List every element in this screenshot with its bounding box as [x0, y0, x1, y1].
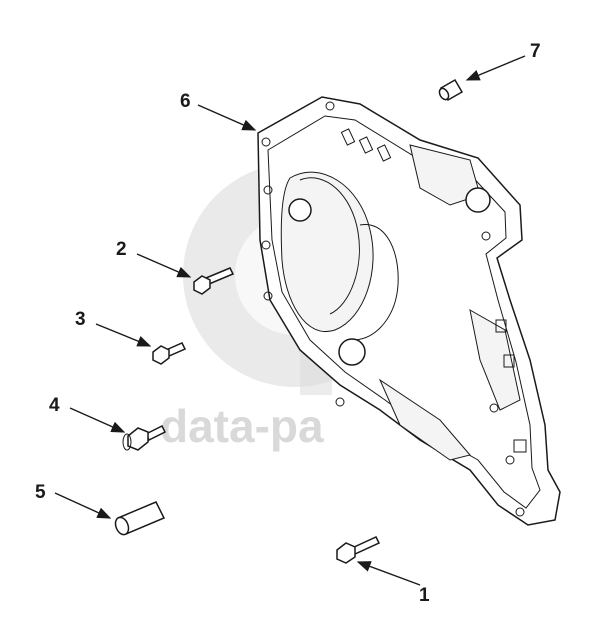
bolt-hole [261, 240, 271, 250]
cutout [358, 136, 374, 154]
bolt-part-4 [122, 424, 167, 451]
cutout [340, 128, 356, 146]
bolt-head [152, 345, 170, 365]
callout-7: 7 [530, 41, 541, 62]
leader-line-7 [465, 55, 526, 81]
bolt-part-3 [152, 342, 187, 365]
bolt-hole [263, 185, 273, 195]
bolt-hole [515, 507, 525, 517]
gear-housing-cover [257, 96, 561, 526]
bolt-hole [505, 455, 515, 465]
cutout [376, 144, 392, 162]
leader-lines [54, 55, 526, 586]
dowel-pin-top [438, 78, 464, 102]
top-boss-cap [465, 187, 491, 213]
bolt-hole [335, 397, 345, 407]
bolt-head [127, 427, 149, 451]
leader-line-5 [54, 492, 112, 519]
left-boss [288, 198, 312, 222]
dowel-end [438, 87, 450, 101]
bolt-washer [122, 433, 132, 451]
bolt-head [336, 542, 356, 564]
bolt-hole [481, 231, 491, 241]
bolt-hole [261, 137, 271, 147]
leader-line-3 [95, 323, 152, 347]
bolt-hole [489, 403, 499, 413]
leader-line-4 [69, 407, 126, 433]
callout-6: 6 [180, 91, 191, 112]
callout-4: 4 [49, 395, 60, 416]
leader-line-6 [197, 104, 257, 131]
leader-line-2 [136, 253, 192, 278]
callout-1: 1 [419, 585, 430, 606]
bolt-head [193, 275, 211, 295]
gear-right-arc [354, 224, 399, 341]
dowel-end [114, 516, 130, 536]
callout-3: 3 [75, 309, 86, 330]
housing-cutouts [340, 128, 527, 453]
lower-rib [378, 378, 471, 461]
leader-line-1 [356, 561, 421, 586]
callout-labels: 1 2 3 4 5 6 7 [35, 41, 541, 606]
cutout [503, 354, 515, 368]
cutout [513, 439, 527, 453]
lower-boss [338, 338, 366, 366]
watermark-text: data-pa [160, 400, 324, 452]
bolt-part-2 [193, 267, 235, 295]
cutout [495, 319, 507, 333]
housing-bolt-holes [261, 101, 525, 517]
callout-5: 5 [35, 482, 46, 503]
top-boss-block [409, 144, 481, 206]
bolt-hole [325, 101, 335, 111]
callout-2: 2 [116, 239, 127, 260]
bolt-shank [350, 536, 381, 555]
right-rib [469, 309, 521, 411]
bolt-hole [263, 291, 273, 301]
dowel-pin-part-5 [114, 501, 166, 536]
bolt-part-1 [336, 536, 381, 564]
gear-teeth-arc [299, 177, 360, 315]
